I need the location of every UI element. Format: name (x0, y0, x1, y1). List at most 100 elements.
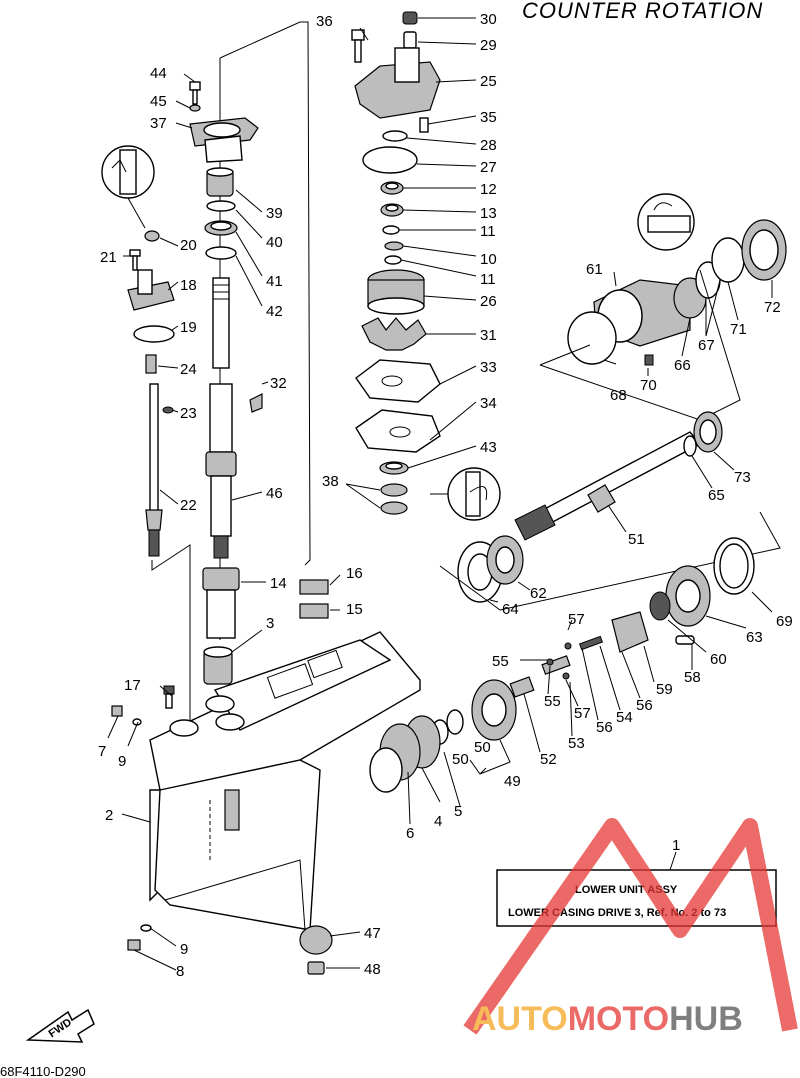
seal-part-41 (204, 220, 238, 236)
callout-61: 61 (586, 261, 603, 278)
spring-part-24 (145, 354, 157, 374)
callout-52: 52 (540, 751, 557, 768)
callout-20: 20 (180, 237, 197, 254)
callout-26: 26 (480, 293, 497, 310)
oring-part-42 (205, 246, 237, 260)
seal-part-13 (380, 203, 404, 217)
watermark-text-hub: HUB (669, 1000, 743, 1038)
oil-seal-detail-icon (430, 467, 501, 521)
callout-57-b: 57 (574, 705, 591, 722)
callout-73: 73 (734, 469, 751, 486)
plunger-part-52 (509, 676, 535, 698)
nut-part-48 (307, 961, 325, 975)
callout-13: 13 (480, 205, 497, 222)
washer-part-65 (683, 435, 697, 457)
cup-part-26 (367, 269, 425, 315)
callout-51: 51 (628, 531, 645, 548)
detail-circle-icon (637, 193, 695, 251)
race-part-6 (369, 747, 403, 793)
seal-part-28 (382, 130, 408, 142)
pin-part-70 (644, 354, 654, 366)
callout-4: 4 (434, 813, 442, 830)
callout-44: 44 (150, 65, 167, 82)
key-part-32 (249, 393, 263, 413)
callout-2: 2 (105, 807, 113, 824)
callout-42: 42 (266, 303, 283, 320)
callout-17: 17 (124, 677, 141, 694)
washer-part-11-a (382, 225, 400, 235)
fwd-arrow-icon: FWD (25, 1008, 95, 1043)
callout-19: 19 (180, 319, 197, 336)
callout-23: 23 (180, 405, 197, 422)
washer-part-11-b (384, 255, 402, 265)
seal-part-12 (380, 181, 404, 195)
svg-text:AUTOMOTOHUB: AUTOMOTOHUB (472, 1000, 743, 1038)
callout-30: 30 (480, 11, 497, 28)
callout-67: 67 (698, 337, 715, 354)
callout-40: 40 (266, 234, 283, 251)
washer-part-9-bottom (140, 924, 152, 932)
clip-part-23 (162, 406, 174, 414)
bearing-part-72 (741, 219, 787, 281)
ring-part-71 (711, 237, 745, 283)
callout-15: 15 (346, 601, 363, 618)
plate-part-15 (299, 603, 329, 619)
callout-22: 22 (180, 497, 197, 514)
bearing-part-73 (693, 411, 723, 453)
callout-43: 43 (480, 439, 497, 456)
shift-rod-part-22 (145, 383, 163, 557)
callout-6: 6 (406, 825, 414, 842)
small-parts-53-57 (541, 635, 604, 680)
callout-12: 12 (480, 181, 497, 198)
diagram-title: COUNTER ROTATION (522, 0, 763, 23)
callout-29: 29 (480, 37, 497, 54)
oring-part-19 (133, 325, 175, 343)
callout-56-b: 56 (596, 719, 613, 736)
callout-11-a: 11 (480, 223, 496, 240)
callout-63: 63 (746, 629, 763, 646)
callout-8: 8 (176, 963, 184, 980)
cam-detail-icon (101, 145, 155, 229)
callout-31: 31 (480, 327, 497, 344)
callout-25: 25 (480, 73, 497, 90)
callout-33: 33 (480, 359, 497, 376)
callout-39: 39 (266, 205, 283, 222)
pump-housing-part-25 (354, 47, 441, 119)
callout-47: 47 (364, 925, 381, 942)
lower-casing-part-2 (149, 631, 421, 931)
callout-68: 68 (610, 387, 627, 404)
screw-part-21 (129, 249, 141, 271)
sleeve-part-14 (202, 567, 240, 639)
callout-27: 27 (480, 159, 497, 176)
screw-part-7 (111, 705, 123, 717)
leader-lines (107, 17, 773, 971)
gasket-part-34 (355, 409, 441, 453)
callout-41: 41 (266, 273, 283, 290)
spring-part-60 (649, 591, 671, 621)
callout-1: 1 (672, 837, 680, 854)
callout-35: 35 (480, 109, 497, 126)
callout-21: 21 (100, 249, 117, 266)
oring-part-68 (567, 311, 617, 365)
callout-72: 72 (764, 299, 781, 316)
shim-part-40 (206, 200, 236, 212)
callout-58: 58 (684, 669, 701, 686)
bolt-part-36 (351, 29, 365, 63)
callout-9-top: 9 (118, 753, 126, 770)
watermark-triangle-icon (463, 818, 798, 1035)
ring-part-69 (713, 537, 755, 595)
callout-66: 66 (674, 357, 691, 374)
callout-59: 59 (656, 681, 673, 698)
gear-part-49 (471, 679, 517, 741)
callout-50-a: 50 (474, 739, 491, 756)
seal-part-43 (379, 461, 409, 475)
cap-part-20 (144, 230, 160, 242)
callout-3: 3 (266, 615, 274, 632)
watermark-logo: AUTOMOTOHUB (463, 818, 798, 1038)
gasket-part-27 (362, 146, 418, 174)
screw-part-8 (127, 939, 141, 951)
housing-part-37 (189, 117, 259, 163)
guide-line-62 (439, 511, 781, 611)
pinion-gear-part-47 (299, 925, 333, 955)
